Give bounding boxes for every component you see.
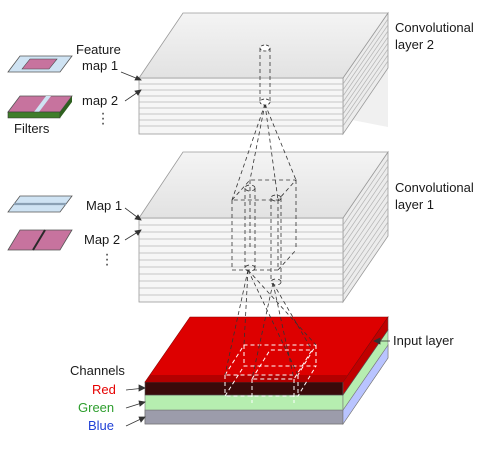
conv-layer-2-label-line1: Convolutional [395,20,474,35]
input-layer-label: Input layer [393,333,454,348]
feature-map-1-icon [7,55,73,73]
green-channel-label: Green [78,400,115,415]
feature-map-1-label-line2: map 1 [82,58,119,73]
filters-label: Filters [14,121,50,136]
feature-map-2-icon [7,95,73,119]
conv-layer-1-label-line2: layer 1 [395,197,435,212]
feature-map-2-label: map 2 [82,93,119,108]
red-channel-label: Red [92,382,116,397]
conv-layer-1-label-line1: Convolutional [395,180,474,195]
blue-channel-label: Blue [88,418,115,433]
conv-layer-1-stack [138,150,389,304]
label-arrows [120,71,390,427]
map-2-icon [7,229,73,251]
receptive-field-lines-upper [231,103,297,201]
feature-map-ellipsis: · · · [100,105,106,132]
feature-map-1-label-line1: Feature [76,42,121,57]
conv-layer-2-stack [138,11,389,136]
map-1-icon [7,195,73,213]
map-ellipsis: · · · [104,246,110,273]
conv-layer-2-label-line2: layer 2 [395,37,435,52]
input-layer-stack [144,316,389,425]
map-2-label: Map 2 [84,232,121,247]
conv2-neuron-column [259,44,271,106]
channels-label: Channels [70,363,125,378]
map-1-label: Map 1 [86,198,123,213]
receptive-field-lines-lower [224,269,317,380]
conv1-neuron-columns [231,179,297,286]
